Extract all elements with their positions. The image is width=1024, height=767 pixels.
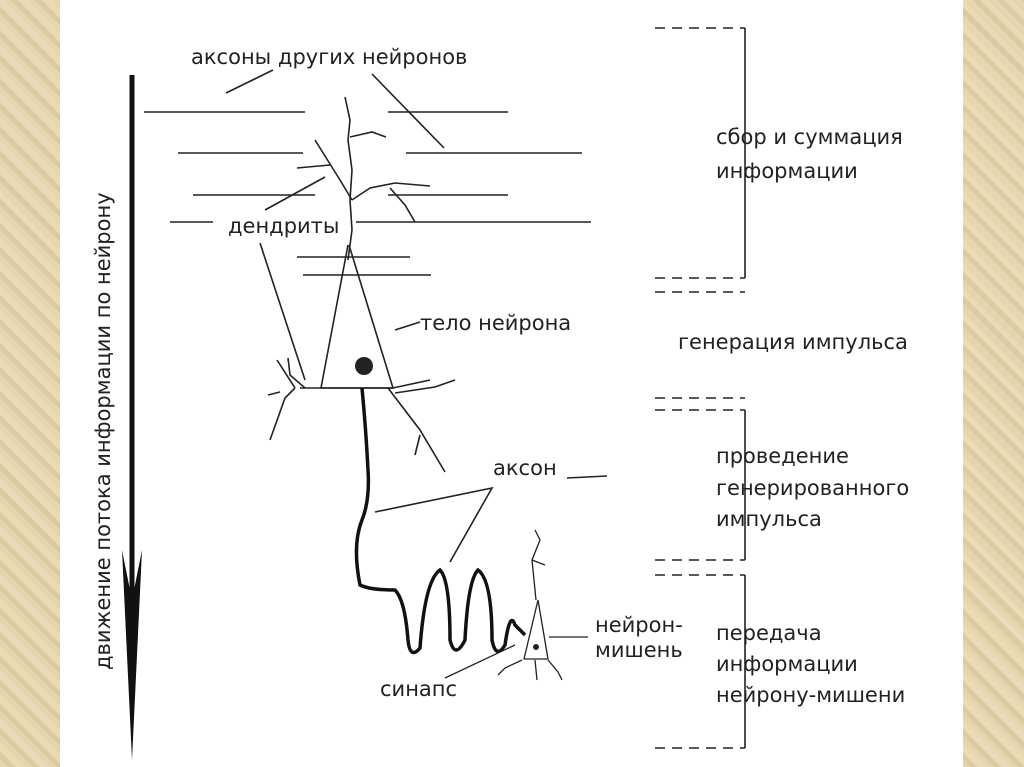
stage-1-line-1: сбор и суммация <box>716 125 903 149</box>
nucleus <box>355 357 373 375</box>
slide-sheet <box>60 0 963 767</box>
label-target-neuron-1: нейрон- <box>595 613 683 637</box>
stage-3-line-3: импульса <box>716 507 822 531</box>
axon <box>354 387 527 655</box>
main-neuron <box>259 96 456 473</box>
flow-arrow <box>122 75 142 760</box>
flow-arrow-label: движение потока информации по нейрону <box>91 192 115 670</box>
stage-2-line-1: генерация импульса <box>678 330 908 354</box>
label-axon: аксон <box>493 456 557 480</box>
stage-4-line-1: передача <box>716 621 822 645</box>
other-axons-lines <box>144 69 591 276</box>
stage-4-line-2: информации <box>716 652 858 676</box>
label-dendrites: дендриты <box>228 214 339 238</box>
label-other-axons: аксоны других нейронов <box>191 45 467 69</box>
label-target-neuron-2: мишень <box>595 638 683 662</box>
target-nucleus <box>533 644 539 650</box>
stage-1-line-2: информации <box>716 159 858 183</box>
stage-3-line-2: генерированного <box>716 476 909 500</box>
axon-pointers <box>374 475 608 563</box>
target-neuron <box>444 529 588 681</box>
label-cell-body: тело нейрона <box>420 311 571 335</box>
stage-brackets <box>655 27 746 749</box>
label-synapse: синапс <box>380 677 457 701</box>
stage-4-line-3: нейрону-мишени <box>716 683 905 707</box>
stage-3-line-1: проведение <box>716 444 849 468</box>
